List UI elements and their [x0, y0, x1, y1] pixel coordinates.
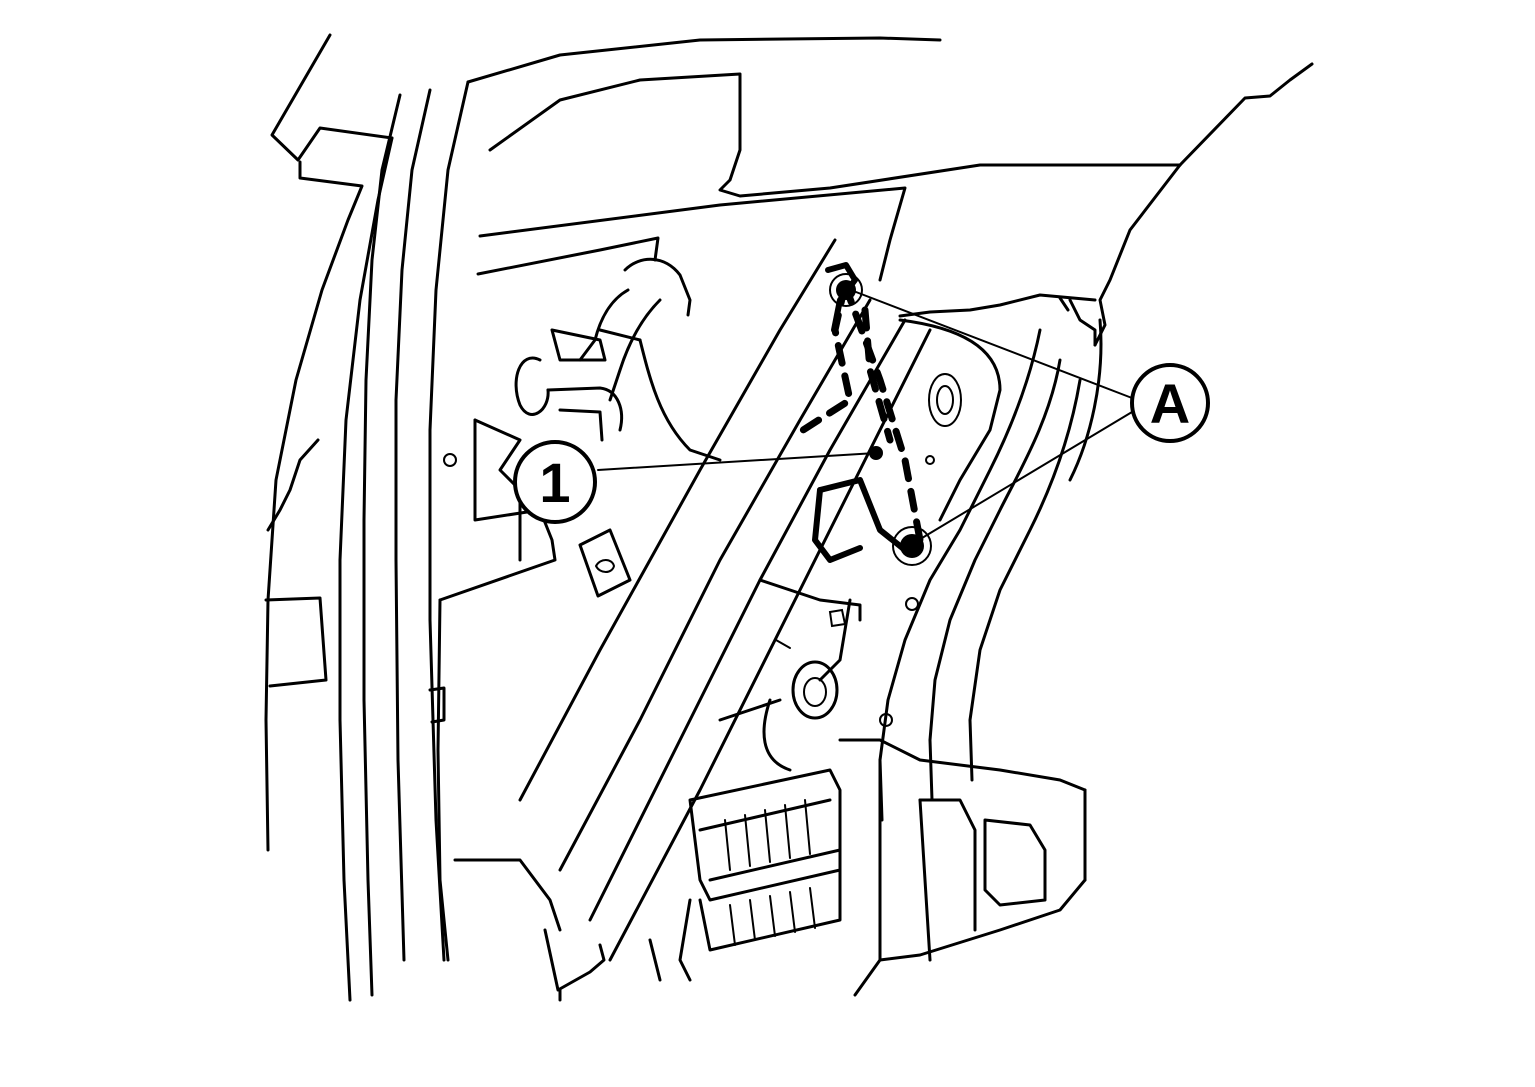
- hose-assembly: [443, 257, 722, 467]
- center-panel: [428, 418, 632, 962]
- callout-a-label: A: [1150, 372, 1190, 435]
- lower-body-structure: [648, 578, 1087, 997]
- bolt-point-a-upper: [829, 273, 863, 307]
- callout-a: A: [1130, 363, 1210, 443]
- leader-lines: [597, 291, 1133, 539]
- callout-1: 1: [513, 440, 597, 524]
- right-inner-panel: [775, 318, 1103, 822]
- component-1-outline: [796, 262, 924, 563]
- vent-grille: [688, 768, 842, 952]
- pillar-trim: [264, 33, 470, 1002]
- diagonal-frame: [518, 238, 932, 1002]
- callout-1-label: 1: [539, 451, 570, 514]
- bolt-point-a-lower: [892, 526, 932, 566]
- upper-body-panel: [466, 36, 1314, 347]
